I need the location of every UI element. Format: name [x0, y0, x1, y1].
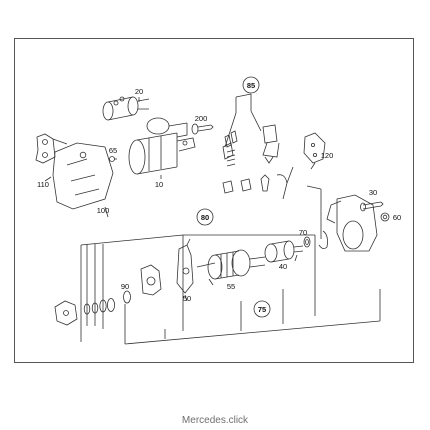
label-part-55: 55: [227, 282, 235, 291]
part-90-washer: [123, 290, 131, 304]
callout-85-label: 85: [247, 81, 255, 90]
part-70-ring: [303, 236, 311, 248]
circlip: [318, 230, 328, 249]
part-20-solenoid: [102, 96, 150, 121]
leader-lines: [44, 97, 316, 302]
part-110-bracket: [35, 133, 68, 164]
label-part-110: 110: [37, 180, 49, 189]
label-part-100: 100: [97, 206, 110, 215]
label-part-50: 50: [183, 294, 191, 303]
washer-stack: [83, 298, 116, 315]
label-part-20: 20: [135, 87, 143, 96]
part-55-armature: [196, 249, 266, 280]
part-60-ring: [380, 212, 390, 222]
watermark-text: Mercedes.click: [181, 415, 249, 426]
label-part-120: 120: [321, 151, 334, 160]
part-10-starter-motor: [128, 117, 196, 175]
drive-end-housing: [326, 194, 378, 252]
callout-80-label: 80: [201, 213, 209, 222]
part-85-brush-holder: [222, 93, 280, 167]
part-120-end-plate: [303, 132, 326, 164]
label-part-60: 60: [393, 213, 401, 222]
group-bracket-75: [124, 289, 381, 345]
part-50-gear-carrier: [176, 238, 194, 294]
label-part-30: 30: [369, 188, 377, 197]
label-part-90: 90: [121, 282, 129, 291]
parts-drawing: 85 80 75 20 200 65 110 10 120 100 30 60 …: [35, 76, 401, 345]
part-40-pinion: [264, 240, 304, 263]
callout-75-label: 75: [258, 305, 266, 314]
callout-85-bubble: [242, 76, 260, 94]
label-part-65: 65: [109, 146, 117, 155]
exploded-parts-diagram: 85 80 75 20 200 65 110 10 120 100 30 60 …: [14, 38, 414, 363]
part-30-screw: [360, 201, 384, 212]
group-bracket-80: [80, 185, 322, 342]
label-part-70: 70: [299, 228, 307, 237]
part-65-screw: [109, 156, 117, 162]
cover-plate: [54, 300, 78, 326]
label-part-200: 200: [195, 114, 208, 123]
callout-75-bubble: [253, 300, 271, 318]
callout-80-bubble: [196, 208, 214, 226]
part-200-bolt: [191, 123, 214, 135]
part-80-small-parts: [222, 166, 294, 200]
label-part-40: 40: [279, 262, 287, 271]
part-100-heat-shield: [52, 142, 114, 210]
label-part-10: 10: [155, 180, 163, 189]
intermediate-bearing: [140, 264, 162, 296]
